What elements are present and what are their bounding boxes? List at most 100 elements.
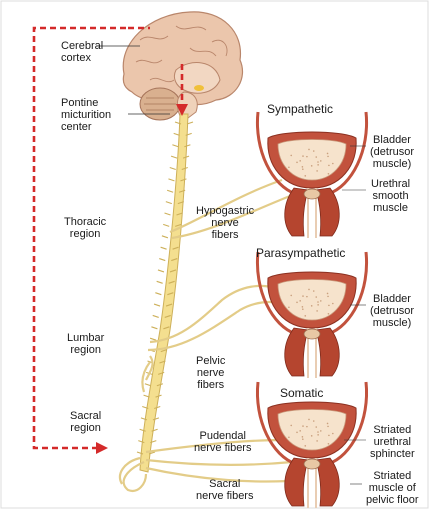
bladder-texture-dot [311, 165, 313, 167]
bladder-texture-dot [316, 170, 318, 172]
bladder-texture-dot [296, 162, 298, 164]
bladder-texture-dot [299, 430, 301, 432]
nerve-root-left [163, 224, 169, 226]
pelvic-nerve-label: Pelvic nerve fibers [196, 355, 225, 391]
bladder-texture-dot [308, 289, 310, 291]
bladder-texture-dot [306, 426, 308, 428]
nerve-root-left [155, 293, 161, 295]
bladder-texture-dot [311, 435, 313, 437]
label-line: center [61, 121, 111, 133]
label-line: pelvic floor [366, 494, 419, 506]
sacral-nerve-upper [146, 460, 292, 465]
nerve-root-left [157, 281, 163, 283]
bladder-texture-dot [327, 156, 329, 158]
bladder-texture-dot [302, 306, 304, 308]
label-line: muscle) [370, 317, 414, 329]
label-line: smooth [371, 190, 410, 202]
label-line: Thoracic [64, 216, 106, 228]
bladder-texture-dot [302, 425, 304, 427]
bladder-texture-dot [290, 425, 292, 427]
nerve-root-left [171, 156, 177, 158]
bladder-texture-dot [328, 313, 330, 315]
sympathetic-bladder-label: Bladder (detrusor muscle) [370, 134, 414, 170]
bladder-texture-dot [311, 305, 313, 307]
bladder-texture-dot [327, 293, 329, 295]
label-line: Urethral [371, 178, 410, 190]
pontine-center-dot [194, 85, 204, 91]
bladder-texture-dot [299, 160, 301, 162]
bladder-texture-dot [306, 156, 308, 158]
cerebral-cortex-shape [123, 12, 242, 105]
label-line: muscle [371, 202, 410, 214]
bladder-texture-dot [304, 315, 306, 317]
label-line: muscle of [366, 482, 419, 494]
bladder-texture-dot [290, 155, 292, 157]
bladder-texture-dot [332, 163, 334, 165]
bladder-texture-dot [313, 150, 315, 152]
label-line: Pudendal [194, 430, 251, 442]
bladder-texture-dot [327, 296, 329, 298]
striated-pelvic-floor-label: Striated muscle of pelvic floor [366, 470, 419, 506]
bladder-texture-dot [317, 161, 319, 163]
bladder-texture-dot [328, 443, 330, 445]
bladder-texture-dot [288, 436, 290, 438]
label-line: region [64, 228, 106, 240]
bladder-texture-dot [315, 156, 317, 158]
bladder-texture-dot [308, 419, 310, 421]
nerve-root-left [158, 270, 164, 272]
bladder-texture-dot [317, 301, 319, 303]
nerve-root-left [154, 304, 160, 306]
pathway-arrowhead-sacral [96, 442, 108, 454]
nerve-root-left [162, 236, 168, 238]
label-line: Bladder [370, 134, 414, 146]
bladder-neck [304, 189, 320, 199]
label-line: Lumbar [67, 332, 104, 344]
bladder-texture-dot [327, 423, 329, 425]
bladder-texture-dot [320, 160, 322, 162]
bladder-texture-dot [317, 304, 319, 306]
bladder-texture-dot [288, 306, 290, 308]
nerve-root-left [161, 247, 167, 249]
label-line: region [67, 344, 104, 356]
bladder-texture-dot [304, 175, 306, 177]
label-line: Hypogastric [196, 205, 254, 217]
bladder-sympathetic [257, 112, 366, 238]
nerve-root-left [150, 338, 156, 340]
bladder-texture-dot [296, 432, 298, 434]
label-line: (detrusor [370, 146, 414, 158]
bladder-texture-dot [332, 433, 334, 435]
nerve-root-left [170, 168, 176, 170]
label-line: urethral [370, 436, 415, 448]
bladder-texture-dot [299, 300, 301, 302]
label-line: fibers [196, 229, 254, 241]
bladder-texture-dot [290, 295, 292, 297]
label-line: Bladder [370, 293, 414, 305]
bladder-texture-dot [308, 149, 310, 151]
bladder-texture-dot [328, 165, 330, 167]
label-line: (detrusor [370, 305, 414, 317]
bladder-somatic [257, 382, 366, 508]
bladder-texture-dot [296, 302, 298, 304]
bladder-texture-dot [320, 300, 322, 302]
bladder-texture-dot [315, 426, 317, 428]
nerve-root-left [159, 259, 165, 261]
somatic-title: Somatic [280, 386, 323, 400]
nerve-root-left [165, 213, 171, 215]
bladder-texture-dot [302, 308, 304, 310]
label-line: nerve fibers [194, 442, 251, 454]
bladder-texture-dot [316, 440, 318, 442]
label-line: Pelvic [196, 355, 225, 367]
nerve-root-left [166, 202, 172, 204]
bladder-texture-dot [302, 438, 304, 440]
label-line: nerve fibers [196, 490, 253, 502]
label-line: Sacral [70, 410, 101, 422]
bladder-texture-dot [302, 436, 304, 438]
bladder-texture-dot [317, 164, 319, 166]
label-line: region [70, 422, 101, 434]
sacral-region-label: Sacral region [70, 410, 101, 434]
urethral-smooth-muscle-label: Urethral smooth muscle [371, 178, 410, 214]
nerve-root-left [153, 315, 159, 317]
label-line: Striated [366, 470, 419, 482]
bladder-texture-dot [320, 430, 322, 432]
